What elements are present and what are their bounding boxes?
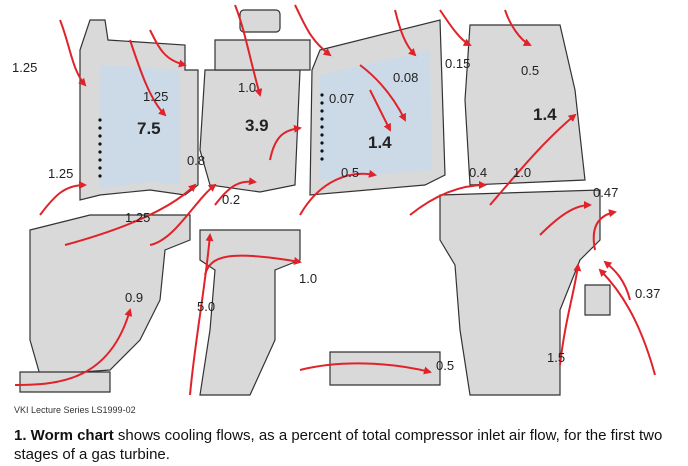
label-5-0: 5.0 [197,299,215,314]
label-0-5-low: 0.5 [436,358,454,373]
flow-arrow [592,209,617,251]
flow-arrow [39,181,87,216]
flow-arrow [204,254,302,276]
flow-arrow [294,4,332,57]
stage2-rotor-blade [464,24,586,186]
flow-arrow [299,169,377,216]
top-boss [239,9,281,33]
flow-arrow [539,201,592,236]
flow-arrow [64,183,197,246]
label-0-08: 0.08 [393,70,418,85]
figure-caption: 1. Worm chart shows cooling flows, as a … [14,426,684,466]
label-0-5-top: 0.5 [521,63,539,78]
flow-arrow [489,113,577,206]
flow-arrow [439,9,472,46]
label-0-8: 0.8 [187,153,205,168]
flow-arrow [234,4,263,97]
worm-chart-diagram: 1.25 1.25 7.5 1.25 0.8 1.25 1.0 3.9 0.2 … [12,4,660,396]
flow-arrow [149,29,187,68]
flow-arrow [299,362,432,375]
seal-right [584,284,611,316]
flow-arrow [598,268,656,376]
caption-text: shows cooling flows, as a percent of tot… [14,427,663,463]
label-0-47: 0.47 [593,185,618,200]
flow-arrow [603,260,631,301]
flow-arrow [189,233,214,396]
caption-number: 1. Worm chart [14,427,114,444]
flow-arrow [369,89,391,132]
label-0-2: 0.2 [222,192,240,207]
label-3-9: 3.9 [245,116,269,135]
flow-arrow [149,183,217,246]
cooling-flow-arrows [14,4,656,396]
label-0-15: 0.15 [445,56,470,71]
source-credit: VKI Lecture Series LS1999-02 [14,405,136,415]
flow-arrow [359,64,406,122]
top-casing [214,39,311,71]
flow-arrow [214,177,257,206]
flow-arrow [559,263,582,366]
label-0-37: 0.37 [635,286,660,301]
flow-arrow [269,124,302,161]
label-0-9: 0.9 [125,290,143,305]
flow-arrow [409,181,487,216]
flow-arrow [394,9,417,57]
label-1-25-left: 1.25 [48,166,73,181]
seal-left [19,371,111,393]
seal-center [329,351,441,386]
label-1-4-right: 1.4 [533,105,557,124]
label-1-0-right: 1.0 [513,165,531,180]
label-7-5: 7.5 [137,119,161,138]
cooling-holes [98,93,324,178]
flow-arrow [59,19,87,87]
vane-cooling-highlight [100,50,432,188]
flow-arrow [129,39,167,117]
label-1-25-low: 1.25 [125,210,150,225]
flow-arrow [14,308,133,386]
label-1-25-top: 1.25 [12,60,37,75]
rotor-disk-right [439,189,601,396]
label-1-0-low: 1.0 [299,271,317,286]
label-1-0-top: 1.0 [238,80,256,95]
label-1-5: 1.5 [547,350,565,365]
flow-labels: 1.25 1.25 7.5 1.25 0.8 1.25 1.0 3.9 0.2 … [12,56,660,373]
inner-casing-left [29,214,191,376]
label-1-25-mid: 1.25 [143,89,168,104]
label-0-5-mid: 0.5 [341,165,359,180]
label-0-4: 0.4 [469,165,487,180]
label-1-4-mid: 1.4 [368,133,392,152]
label-0-07: 0.07 [329,91,354,106]
flow-arrow [504,9,532,46]
